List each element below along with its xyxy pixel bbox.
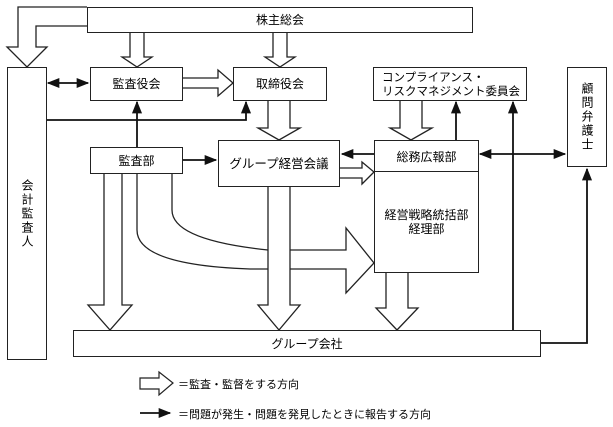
hollow-arrow-audit-dept-to-strategy xyxy=(136,173,375,295)
hollow-arrow-shareholders-to-audit-board xyxy=(119,33,155,68)
shareholders-meeting-label: 株主総会 xyxy=(255,13,304,27)
board-of-directors-label: 取締役会 xyxy=(255,77,304,91)
hollow-arrow-strategy-to-group-companies xyxy=(374,272,420,331)
audit-board-box: 監査役会 xyxy=(90,67,183,101)
hollow-arrow-compliance-to-general-affairs xyxy=(387,100,435,141)
legend-audit-supervision: ＝監査・監督をする方向 xyxy=(178,376,299,392)
hollow-arrow-audit-board-to-board xyxy=(183,68,234,98)
compliance-committee-label-line1: コンプライアンス・ xyxy=(382,70,485,84)
legal-advisor-label: 顧問弁護士 xyxy=(580,82,594,152)
legend-reporting: ＝問題が発生・問題を発見したときに報告する方向 xyxy=(178,406,431,422)
audit-board-label: 監査役会 xyxy=(112,77,161,91)
hollow-arrow-shareholders-to-board xyxy=(262,33,298,68)
legend-audit-supervision-text: ＝監査・監督をする方向 xyxy=(178,378,299,391)
group-companies-box: グループ会社 xyxy=(73,330,541,357)
accounting-auditor-label: 会計監査人 xyxy=(20,178,34,249)
shareholders-meeting-box: 株主総会 xyxy=(87,7,473,33)
report-arrow-auditor-to-board xyxy=(46,100,252,121)
board-of-directors-box: 取締役会 xyxy=(233,67,327,101)
hollow-arrow-audit-dept-to-group-companies xyxy=(86,173,134,331)
internal-audit-dept-box: 監査部 xyxy=(90,147,183,174)
accounting-auditor-box: 会計監査人 xyxy=(7,67,47,360)
general-affairs-pr-dept-label: 総務広報部 xyxy=(396,149,457,164)
report-arrow-group-companies-to-legal xyxy=(540,167,593,344)
group-management-meeting-box: グループ経営会議 xyxy=(218,140,340,187)
strategy-dept-label-line1: 経営戦略統括部 xyxy=(384,208,469,222)
strategy-dept-label-line2: 経理部 xyxy=(408,222,445,236)
hollow-arrow-group-meeting-to-strategy xyxy=(340,160,375,186)
legal-advisor-box: 顧問弁護士 xyxy=(567,67,607,167)
legend-hollow-arrow-icon xyxy=(139,370,174,397)
compliance-committee-label-line2: リスクマネジメント委員会 xyxy=(382,84,520,98)
general-affairs-pr-dept-box: 総務広報部 xyxy=(374,140,479,173)
group-management-meeting-label: グループ経営会議 xyxy=(229,155,329,171)
strategy-dept-box: 経営戦略統括部 経理部 xyxy=(374,171,479,273)
hollow-arrow-shareholders-to-auditor xyxy=(5,6,87,68)
hollow-arrow-board-to-group-meeting xyxy=(255,100,303,141)
compliance-committee-box: コンプライアンス・ リスクマネジメント委員会 xyxy=(373,67,527,101)
internal-audit-dept-label: 監査部 xyxy=(118,153,155,168)
group-companies-label: グループ会社 xyxy=(271,336,343,351)
legend-reporting-text: ＝問題が発生・問題を発見したときに報告する方向 xyxy=(178,408,431,421)
